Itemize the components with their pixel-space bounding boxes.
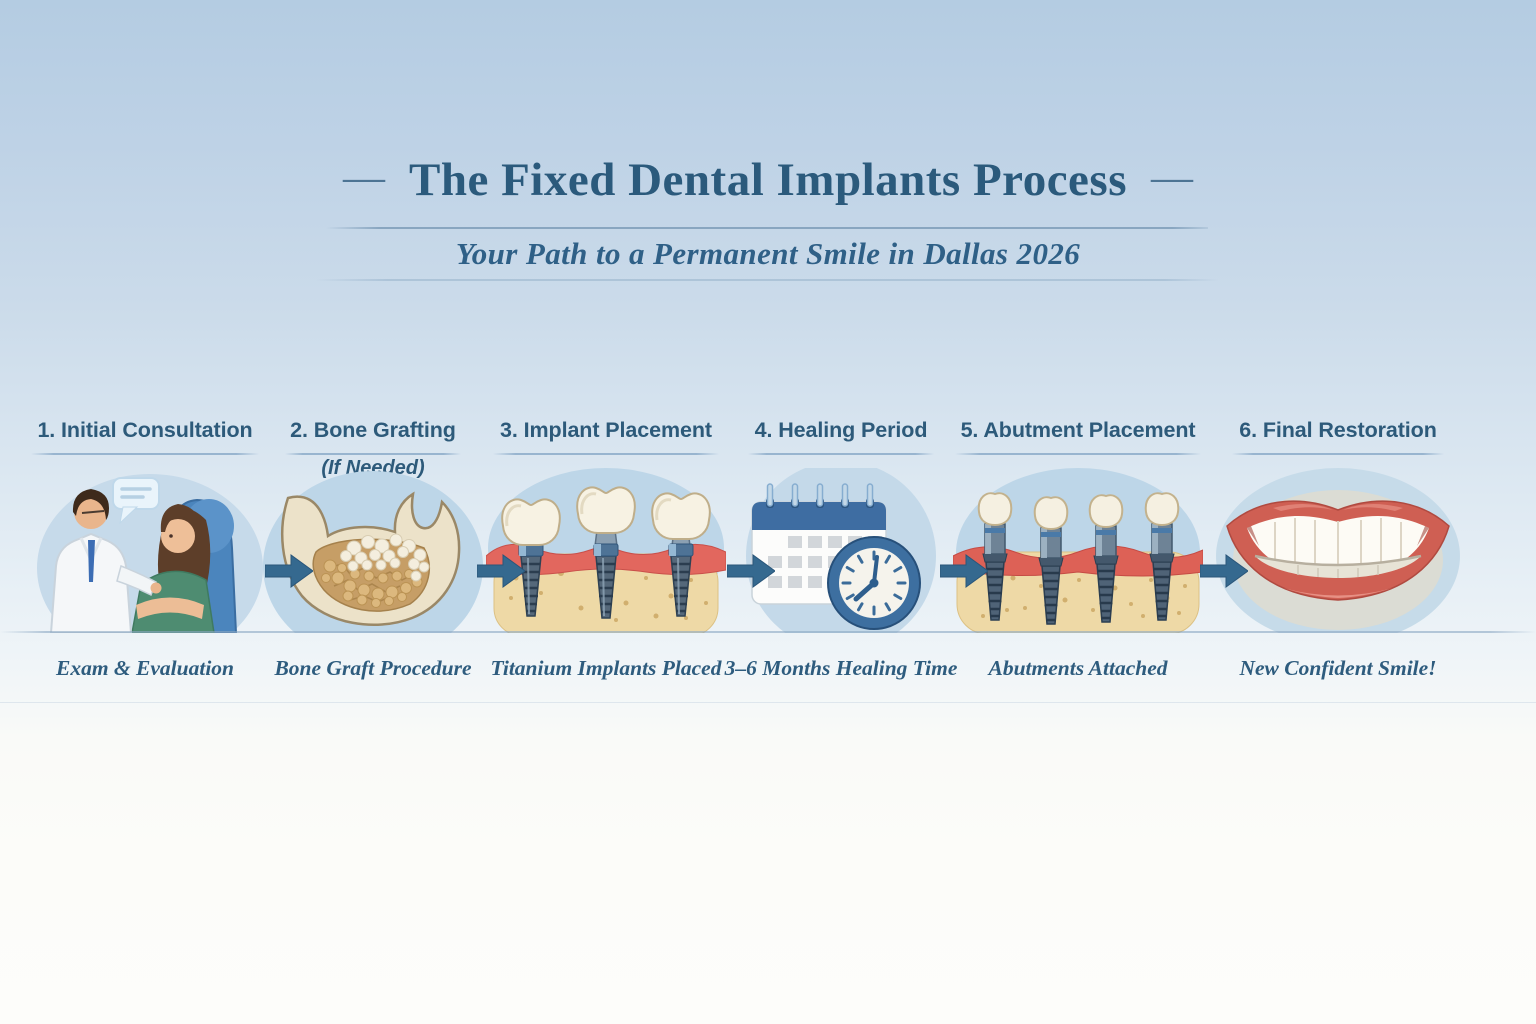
title-divider	[326, 227, 1208, 229]
arrow-right-icon	[477, 554, 525, 588]
subtitle-divider	[316, 279, 1218, 281]
calendar-clock-illustration	[746, 468, 936, 633]
step-caption: 3–6 Months Healing Time	[724, 656, 958, 680]
step-heading-underline	[285, 453, 461, 455]
step-caption: Titanium Implants Placed	[490, 656, 722, 680]
dentist-patient-consultation-illustration	[37, 474, 263, 633]
smile-illustration	[1216, 468, 1460, 633]
step-implant-placement: 3. Implant Placement	[486, 418, 726, 703]
footer-band-divider	[0, 702, 1536, 703]
step-heading: 1. Initial Consultation	[37, 418, 253, 442]
step-caption: New Confident Smile!	[1239, 656, 1437, 680]
step-final-restoration: 6. Final Restoration	[1213, 418, 1463, 703]
step-heading: 2. Bone Grafting	[290, 418, 456, 442]
step-abutment-placement: 5. Abutment Placement	[953, 418, 1203, 703]
step-heading: 3. Implant Placement	[500, 418, 712, 442]
abutments-illustration	[953, 468, 1203, 633]
step-heading: 6. Final Restoration	[1239, 418, 1437, 442]
header: — The Fixed Dental Implants Process —	[0, 153, 1536, 207]
step-heading-underline	[493, 453, 719, 455]
page-title: The Fixed Dental Implants Process	[408, 154, 1127, 206]
step-heading-underline	[955, 453, 1201, 455]
arrow-right-icon	[727, 554, 775, 588]
step-heading-underline	[1232, 453, 1444, 455]
page-subtitle: Your Path to a Permanent Smile in Dallas…	[455, 236, 1081, 271]
step-initial-consultation: 1. Initial Consultation	[25, 418, 265, 703]
arrow-right-icon	[265, 554, 313, 588]
jawbone-graft-illustration	[263, 471, 483, 633]
arrow-right-icon	[940, 554, 988, 588]
step-bone-grafting: 2. Bone Grafting (If Needed)	[258, 418, 488, 703]
title-right-dash: —	[1151, 155, 1193, 201]
implants-crowns-illustration	[486, 468, 726, 633]
arrow-right-icon	[1200, 554, 1248, 588]
step-caption: Exam & Evaluation	[55, 656, 235, 680]
step-heading-underline	[748, 453, 934, 455]
title-left-dash: —	[342, 155, 385, 201]
step-heading: 5. Abutment Placement	[960, 418, 1196, 442]
step-caption: Bone Graft Procedure	[274, 656, 472, 680]
step-heading-underline	[31, 453, 259, 455]
step-subheading: (If Needed)	[321, 457, 425, 479]
baseline-divider	[0, 631, 1536, 633]
step-healing-period: 4. Healing Period	[724, 418, 958, 703]
step-heading: 4. Healing Period	[754, 418, 928, 442]
step-caption: Abutments Attached	[988, 656, 1168, 680]
